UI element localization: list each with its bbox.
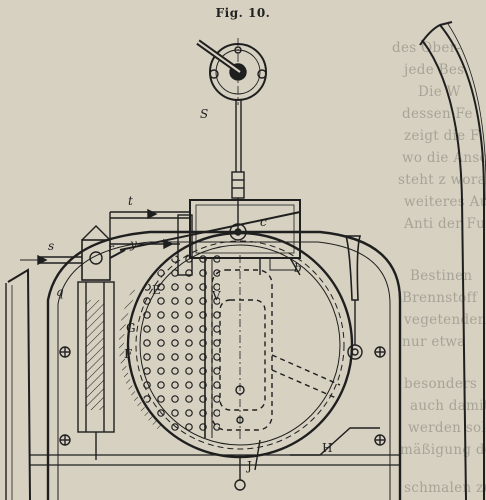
vertical-rod	[231, 100, 245, 230]
drawing-labels: S t s r y q c b E V G F H J	[48, 107, 332, 473]
bg-line: zeigt die F	[404, 128, 480, 144]
bg-line: besonders	[404, 376, 478, 392]
bg-line: weiteres Aus	[404, 194, 486, 210]
bg-line: Die W	[418, 84, 461, 100]
label-q: q	[56, 285, 64, 299]
bg-line: werden soll	[408, 420, 486, 436]
bg-line: steht z worau	[398, 172, 486, 188]
bg-line: jede Bes	[404, 62, 465, 78]
label-G: G	[126, 321, 136, 335]
label-V: V	[211, 289, 221, 303]
label-t: t	[128, 194, 133, 208]
rivet-bolts	[59, 346, 386, 446]
label-E: E	[152, 283, 161, 297]
bg-line: Brennstoff	[402, 290, 478, 306]
label-s: s	[48, 239, 54, 253]
label-F: F	[124, 347, 132, 361]
bg-line: nur etwa	[402, 334, 466, 350]
bg-line: auch damit	[410, 398, 486, 414]
bg-line: Bestinen	[410, 268, 473, 284]
top-chamber	[177, 199, 301, 276]
label-H: H	[322, 441, 332, 455]
label-b: b	[294, 261, 302, 275]
figure-caption: Fig. 10.	[215, 6, 271, 20]
pipe-h	[234, 427, 380, 491]
left-frame-post	[5, 268, 31, 500]
handle-lever	[344, 235, 363, 360]
bg-line: vegetenden	[404, 312, 486, 328]
label-J: J	[245, 459, 252, 473]
top-gear-wheel	[196, 38, 267, 105]
bg-line: wo die Ansc	[402, 150, 486, 166]
label-S: S	[200, 107, 208, 121]
label-c: c	[260, 215, 267, 229]
label-r: r	[108, 241, 115, 255]
right-curved-pipe	[419, 21, 486, 500]
valve-assembly	[20, 208, 190, 460]
label-y: y	[129, 237, 137, 251]
furnace-drum	[118, 231, 354, 459]
bg-line: Anti der Fun	[404, 216, 486, 232]
